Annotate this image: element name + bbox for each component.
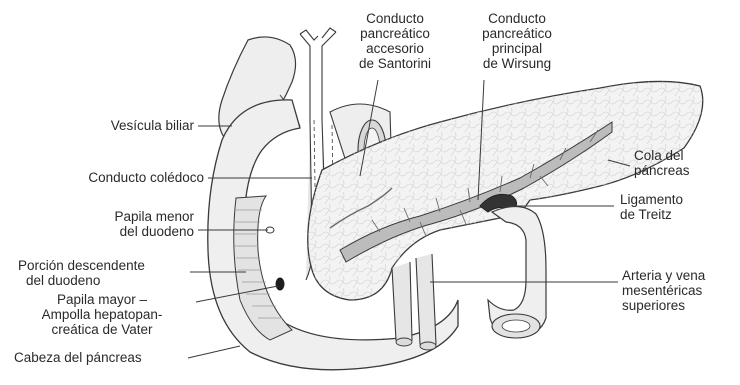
label-wirsung-duct: Conducto pancreático principal de Wirsun…: [462, 11, 572, 71]
label-santorini-line2: pancreático: [340, 26, 450, 41]
label-major-papilla-line1: Papila mayor –: [12, 292, 192, 307]
label-treitz-line2: de Treitz: [620, 207, 683, 222]
label-major-papilla-line3: creática de Vater: [12, 322, 192, 337]
label-treitz-line1: Ligamento: [620, 192, 683, 207]
label-pancreas-tail: Cola del páncreas: [634, 148, 690, 178]
label-treitz-ligament: Ligamento de Treitz: [620, 192, 683, 222]
label-wirsung-line1: Conducto: [462, 11, 572, 26]
hepatic-ducts: [300, 28, 336, 120]
label-descending-duodenum-line2: del duodeno: [18, 273, 145, 288]
label-minor-papilla-line1: Papila menor: [34, 209, 194, 224]
label-minor-papilla: Papila menor del duodeno: [34, 209, 194, 239]
label-major-papilla: Papila mayor – Ampolla hepatopan- creáti…: [12, 292, 192, 337]
label-common-bile-duct: Conducto colédoco: [14, 170, 204, 185]
label-gallbladder: Vesícula biliar: [24, 118, 194, 133]
label-pancreas-tail-line2: páncreas: [634, 163, 690, 178]
label-mesenteric-line2: mesentéricas: [622, 283, 705, 298]
label-descending-duodenum: Porción descendente del duodeno: [18, 258, 145, 288]
label-major-papilla-line2: Ampolla hepatopan-: [12, 307, 192, 322]
label-mesenteric-line1: Arteria y vena: [622, 268, 705, 283]
label-descending-duodenum-line1: Porción descendente: [18, 258, 145, 273]
label-mesenteric-line3: superiores: [622, 298, 705, 313]
label-wirsung-line2: pancreático: [462, 26, 572, 41]
major-papilla: [276, 278, 284, 290]
label-minor-papilla-line2: del duodeno: [34, 224, 194, 239]
label-mesenteric-vessels: Arteria y vena mesentéricas superiores: [622, 268, 705, 313]
label-santorini-duct: Conducto pancreático accesorio de Santor…: [340, 11, 450, 71]
label-santorini-line1: Conducto: [340, 11, 450, 26]
label-pancreas-head: Cabeza del páncreas: [14, 350, 142, 365]
label-santorini-line3: accesorio: [340, 41, 450, 56]
label-pancreas-tail-line1: Cola del: [634, 148, 690, 163]
label-wirsung-line3: principal: [462, 41, 572, 56]
label-santorini-line4: de Santorini: [340, 56, 450, 71]
label-wirsung-line4: de Wirsung: [462, 56, 572, 71]
